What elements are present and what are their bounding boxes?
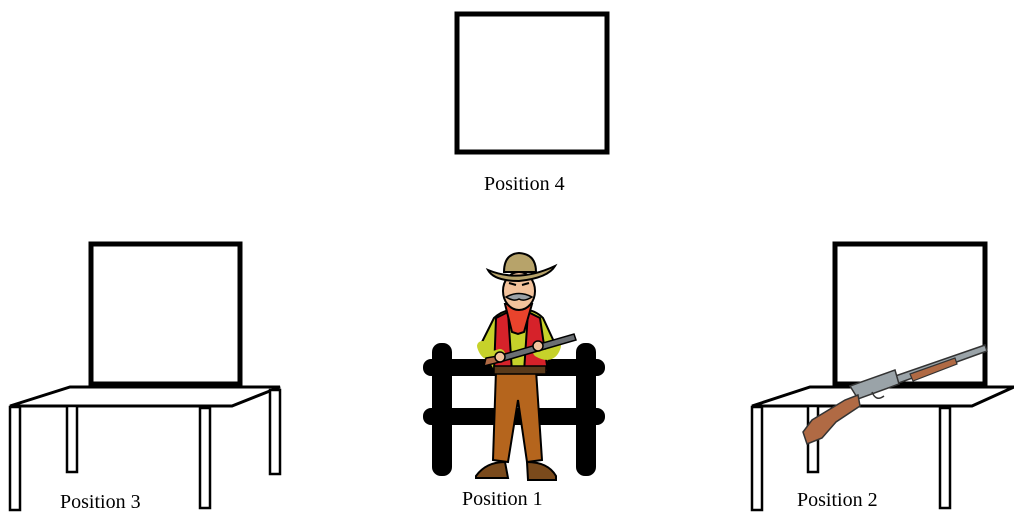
table-leg	[268, 388, 282, 476]
table-leg	[65, 404, 79, 474]
rifle-stock	[802, 393, 861, 445]
table-leg	[8, 405, 22, 512]
table-top	[9, 385, 281, 408]
box-position-2	[832, 241, 988, 387]
box-position-3	[88, 241, 243, 387]
table-leg	[750, 405, 764, 512]
rifle-receiver	[848, 369, 900, 400]
rifle-forestock	[909, 357, 958, 382]
table-position-3	[8, 241, 282, 512]
rifle-trigger-guard	[871, 391, 885, 399]
position-3-label: Position 3	[60, 491, 141, 513]
table-leg	[198, 406, 212, 510]
cowboy-holding-rifle-icon	[475, 251, 577, 481]
rifle-icon	[802, 344, 988, 445]
table-leg	[938, 406, 952, 510]
position-4-label: Position 4	[484, 173, 565, 195]
box-position-4	[454, 11, 610, 155]
position-1-label: Position 1	[462, 488, 543, 510]
position-2-label: Position 2	[797, 489, 878, 511]
